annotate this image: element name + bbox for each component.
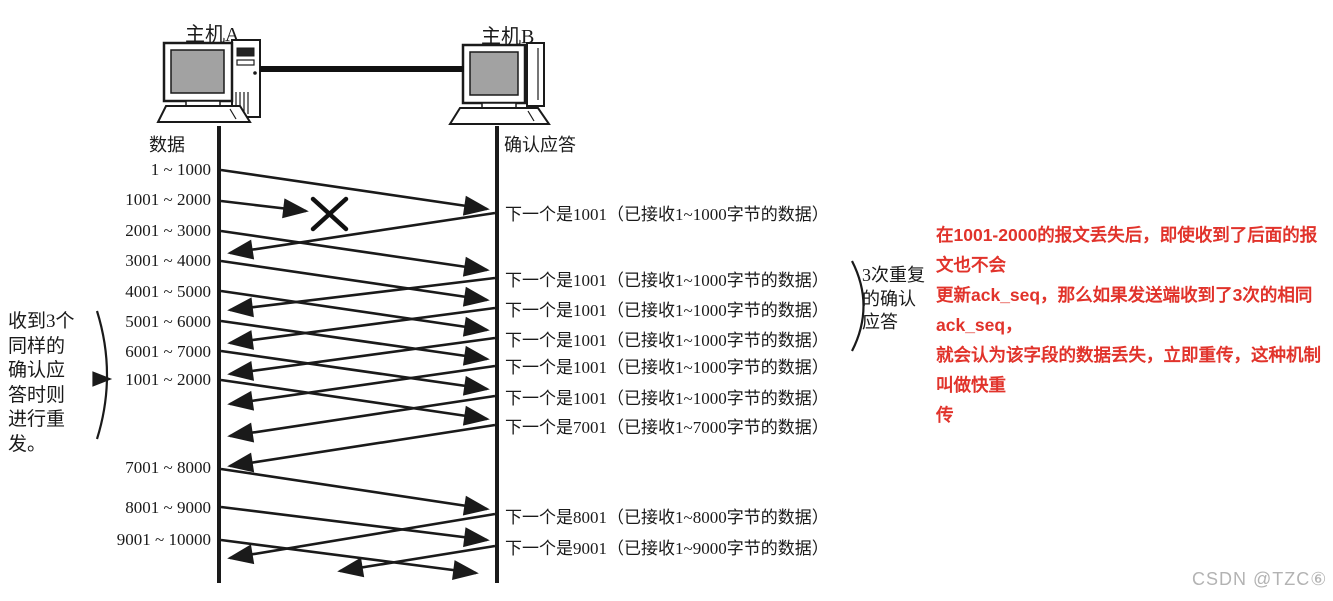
host-a-computer-icon <box>156 39 261 123</box>
ack-column-header: 确认应答 <box>504 135 576 155</box>
segment-label: 8001 ~ 9000 <box>125 498 211 517</box>
segment-label: 6001 ~ 7000 <box>125 342 211 361</box>
segment-label: 2001 ~ 3000 <box>125 221 211 240</box>
host-b-computer-icon <box>448 42 551 125</box>
data-arrows <box>220 168 490 580</box>
segment-label: 1001 ~ 2000 <box>125 190 211 209</box>
ack-label: 下一个是9001（已接收1~9000字节的数据） <box>505 539 829 558</box>
ack-label: 下一个是1001（已接收1~1000字节的数据） <box>505 331 829 350</box>
fast-retransmit-annotation: 在1001-2000的报文丢失后，即使收到了后面的报文也不会 更新ack_seq… <box>936 225 1321 425</box>
data-column-header: 数据 <box>149 135 185 155</box>
segment-label: 5001 ~ 6000 <box>125 312 211 331</box>
ack-arrows <box>227 211 496 578</box>
duplicate-ack-brace <box>851 260 865 352</box>
segment-label: 3001 ~ 4000 <box>125 251 211 270</box>
ack-label: 下一个是1001（已接收1~1000字节的数据） <box>505 358 829 377</box>
segment-label: 7001 ~ 8000 <box>125 458 211 477</box>
segment-label: 4001 ~ 5000 <box>125 282 211 301</box>
csdn-watermark: CSDN @TZC⑥ <box>1192 569 1328 589</box>
duplicate-ack-note: 3次重复 的确认 应答 <box>862 265 925 332</box>
left-note-brace <box>92 310 113 440</box>
segment-label: 9001 ~ 10000 <box>116 530 211 549</box>
ack-label: 下一个是1001（已接收1~1000字节的数据） <box>505 271 829 290</box>
ack-label: 下一个是1001（已接收1~1000字节的数据） <box>505 389 829 408</box>
segment-label-retransmit: 1001 ~ 2000 <box>125 370 211 389</box>
host-a-label: 主机A <box>185 24 240 46</box>
host-b-label: 主机B <box>481 26 535 48</box>
segment-label: 1 ~ 1000 <box>150 160 211 179</box>
ack-label: 下一个是8001（已接收1~8000字节的数据） <box>505 508 829 527</box>
left-note: 收到3个 同样的 确认应 答时则 进行重 发。 <box>8 311 75 455</box>
ack-label: 下一个是1001（已接收1~1000字节的数据） <box>505 205 829 224</box>
retransmit-arrow <box>220 378 490 426</box>
packet-loss-x-icon <box>310 196 349 232</box>
ack-label: 下一个是7001（已接收1~7000字节的数据） <box>505 418 829 437</box>
lost-segment-arrow <box>220 198 309 219</box>
ack-label: 下一个是1001（已接收1~1000字节的数据） <box>505 301 829 320</box>
